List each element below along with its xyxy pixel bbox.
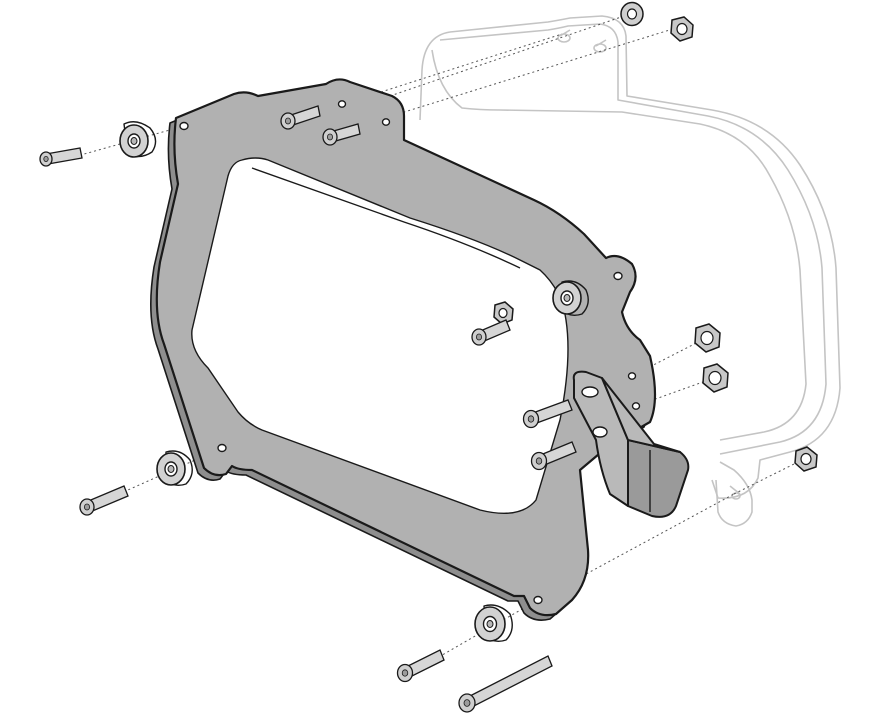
nut	[493, 301, 514, 325]
bolt	[280, 105, 321, 130]
spacer	[156, 450, 193, 487]
nut	[670, 16, 694, 42]
bolt	[79, 485, 129, 516]
bolt	[322, 123, 361, 146]
spacer	[552, 280, 589, 317]
bolt	[458, 655, 553, 713]
bolt	[522, 399, 573, 429]
bolt	[396, 649, 445, 683]
bolt	[471, 319, 511, 346]
nut	[702, 363, 729, 393]
carrier-plate	[150, 78, 657, 621]
bolt	[530, 441, 577, 471]
bolt	[39, 147, 83, 167]
spacer	[474, 604, 513, 643]
nut	[694, 323, 721, 353]
mounting-bracket	[572, 370, 690, 518]
washer	[620, 1, 644, 27]
spacer	[119, 121, 157, 158]
nut	[794, 446, 818, 472]
